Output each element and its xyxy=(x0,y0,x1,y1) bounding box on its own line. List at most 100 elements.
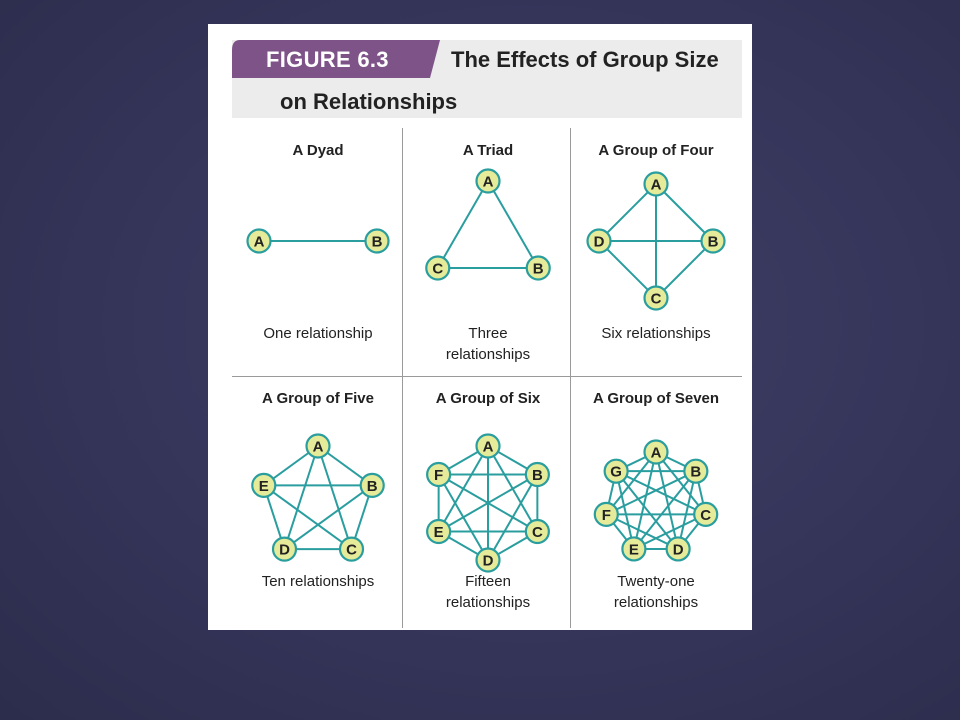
relationship-edges xyxy=(436,180,540,269)
node-label: B xyxy=(708,234,719,251)
panel-caption-line: relationships xyxy=(446,346,530,363)
node-E: E xyxy=(621,536,647,562)
relationship-edge-A-D xyxy=(283,445,319,550)
panel-title: A Group of Four xyxy=(598,142,713,159)
node-D: D xyxy=(665,536,691,562)
relationship-edge-A-C xyxy=(655,451,707,516)
node-label: C xyxy=(651,291,662,308)
node-A: A xyxy=(305,433,331,459)
node-circle xyxy=(693,501,719,527)
node-circle xyxy=(475,547,501,573)
relationship-edge-A-E xyxy=(632,451,657,550)
relationship-edge-B-F xyxy=(605,470,697,516)
node-B: B xyxy=(359,472,385,498)
node-label: D xyxy=(594,234,605,251)
figure-number: FIGURE 6.3 xyxy=(266,47,389,72)
node-label: D xyxy=(483,553,494,570)
node-label: A xyxy=(651,445,662,462)
node-B: B xyxy=(700,228,726,254)
panel-caption-line: One relationship xyxy=(263,325,372,342)
relationship-edge-E-G xyxy=(615,470,635,550)
panel-title: A Dyad xyxy=(292,142,343,159)
node-circle xyxy=(525,255,551,281)
node-label: A xyxy=(483,174,494,191)
panel-caption-line: Twenty-one xyxy=(617,573,695,590)
node-C: C xyxy=(693,501,719,527)
node-circle xyxy=(643,439,669,465)
relationship-edge-D-F xyxy=(605,513,679,550)
figure-card: FIGURE 6.3 The Effects of Group Size on … xyxy=(208,24,752,630)
panel-caption-line: Six relationships xyxy=(601,325,710,342)
node-circle xyxy=(643,171,669,197)
node-circle xyxy=(305,433,331,459)
node-circle xyxy=(246,228,272,254)
relationship-edge-C-E xyxy=(633,513,707,550)
node-D: D xyxy=(475,547,501,573)
node-circle xyxy=(475,168,501,194)
node-label: B xyxy=(367,478,378,495)
panel-caption-line: Three xyxy=(468,325,507,342)
relationship-edge-A-C xyxy=(317,445,353,550)
relationship-edge-D-F xyxy=(437,473,489,561)
node-label: E xyxy=(434,524,444,541)
horizontal-divider xyxy=(232,376,742,377)
node-A: A xyxy=(475,433,501,459)
node-B: B xyxy=(525,255,551,281)
relationship-edge-C-F xyxy=(438,473,538,533)
node-circle xyxy=(475,433,501,459)
node-circle xyxy=(359,472,385,498)
relationship-edge-C-D xyxy=(598,240,657,299)
node-label: F xyxy=(434,467,443,484)
panel-caption-line: relationships xyxy=(446,594,530,611)
relationship-edge-A-D xyxy=(598,183,657,242)
node-C: C xyxy=(425,255,451,281)
node-label: E xyxy=(259,478,269,495)
node-G: G xyxy=(603,458,629,484)
figure-title-line-1: The Effects of Group Size xyxy=(451,47,719,72)
node-circle xyxy=(426,518,452,545)
node-circle xyxy=(621,536,647,562)
node-label: C xyxy=(346,542,357,559)
node-circle xyxy=(643,285,669,311)
relationship-edge-B-E xyxy=(633,470,697,550)
vertical-divider-2 xyxy=(570,128,571,628)
node-label: D xyxy=(673,541,684,558)
figure-title-line-2: on Relationships xyxy=(280,89,458,114)
relationship-edges xyxy=(598,183,714,299)
relationship-edge-A-F xyxy=(605,451,657,516)
node-label: C xyxy=(532,524,543,541)
relationship-edge-B-D xyxy=(677,470,697,550)
node-E: E xyxy=(251,472,277,498)
node-B: B xyxy=(364,228,390,254)
figure-tab-shape xyxy=(232,40,440,78)
relationship-edge-C-G xyxy=(615,470,707,516)
node-label: A xyxy=(651,177,662,194)
node-label: A xyxy=(313,439,324,456)
node-label: D xyxy=(279,542,290,559)
node-label: A xyxy=(254,234,265,251)
relationship-edges xyxy=(262,445,374,551)
node-circle xyxy=(593,501,619,527)
node-E: E xyxy=(426,518,452,545)
relationship-edge-A-C xyxy=(436,180,489,269)
relationship-edge-A-B xyxy=(487,180,540,269)
node-label: B xyxy=(532,467,543,484)
node-label: A xyxy=(483,439,494,456)
node-F: F xyxy=(593,501,619,527)
relationship-edge-A-B xyxy=(655,183,714,242)
node-B: B xyxy=(524,461,550,488)
node-label: B xyxy=(690,464,701,481)
panel-title: A Group of Seven xyxy=(593,390,719,407)
panel-caption-line: relationships xyxy=(614,594,698,611)
node-C: C xyxy=(643,285,669,311)
node-circle xyxy=(683,458,709,484)
relationship-edges xyxy=(437,445,539,561)
node-label: B xyxy=(533,261,544,278)
